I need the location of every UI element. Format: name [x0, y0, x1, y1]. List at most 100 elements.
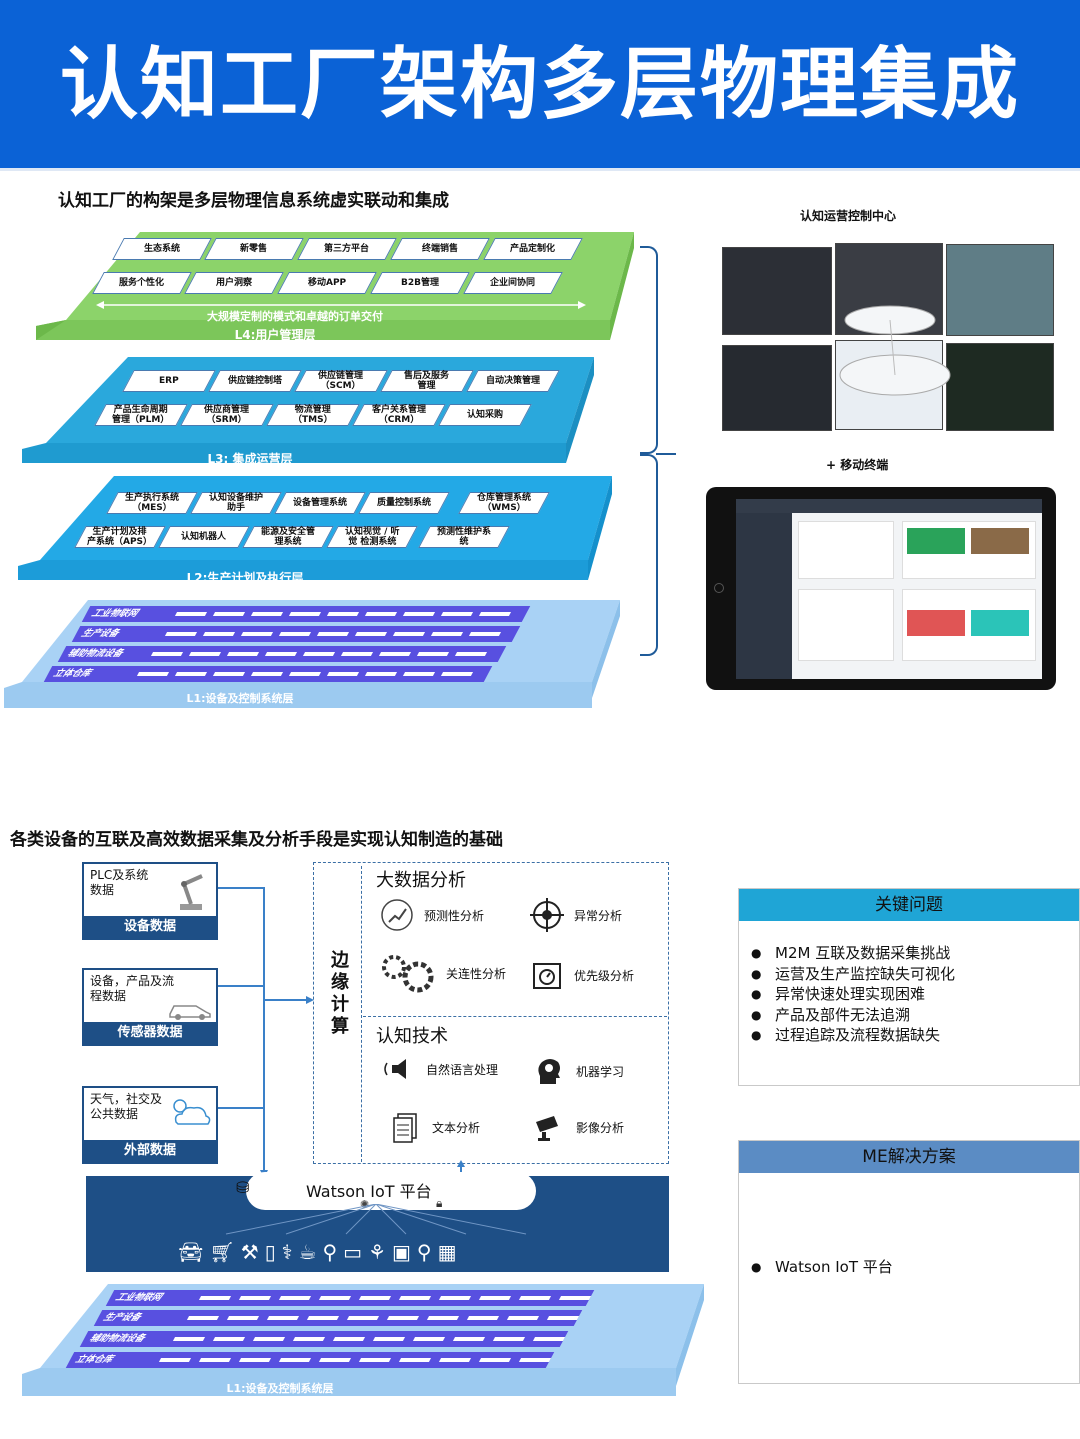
tablet-card	[798, 521, 894, 579]
l1-cell	[240, 632, 274, 636]
tablet-card	[798, 589, 894, 661]
l3-box: 供应商管理 （SRM）	[180, 404, 274, 426]
l3-box: 自动决策管理	[466, 370, 560, 392]
list-item: Watson IoT 平台	[751, 1257, 893, 1278]
l3-box: 客户关系管理 （CRM）	[352, 404, 446, 426]
device-icons-row: 🚘︎🛒︎⚒▯⚕☕︎⚲▭⚘▣⚲▦	[178, 1240, 558, 1264]
kpi-tile	[907, 610, 965, 636]
l1-cell	[518, 1296, 552, 1300]
tablet-topbar	[736, 499, 1042, 513]
l4-arrow	[96, 301, 586, 309]
tablet-card	[902, 521, 1036, 579]
l4-box: 终端销售	[390, 238, 490, 260]
l1-cell	[326, 612, 360, 616]
l1-cell	[174, 672, 208, 676]
mobile-caption: + 移动终端	[826, 458, 889, 472]
l1-cell	[506, 1316, 540, 1320]
l3-box: 物流管理 （TMS）	[266, 404, 360, 426]
l2-box: 生产执行系统 （MES）	[106, 492, 198, 514]
l1-cell	[252, 1337, 286, 1341]
l1-cell	[438, 1296, 472, 1300]
laptop-icon: ▭	[343, 1240, 369, 1264]
watson-platform: ⛁ Watson IoT 平台 ✺ 🔒︎ 🚘︎🛒︎⚒▯⚕☕︎⚲▭⚘▣⚲▦	[86, 1172, 669, 1272]
l1-cell	[332, 1337, 366, 1341]
l1-cell	[174, 612, 208, 616]
l1-cell	[546, 1316, 580, 1320]
robot-arm-icon	[180, 874, 203, 910]
l1-cell	[188, 652, 222, 656]
l3-box: 供应链管理 （SCM）	[294, 370, 388, 392]
l1-cell	[238, 1296, 272, 1300]
list-item: M2M 互联及数据采集挑战	[751, 943, 955, 964]
l2-box: 预测性维护系 统	[418, 526, 510, 548]
lock-icon: 🔒︎	[436, 1196, 443, 1210]
cart-icon: 🛒︎	[209, 1240, 241, 1264]
l2-box: 仓库管理系统 （WMS）	[458, 492, 550, 514]
l4-box: 生态系统	[112, 238, 212, 260]
l1-cell	[150, 652, 184, 656]
control-center-caption: 认知运营控制中心	[800, 209, 897, 223]
crosshair-icon	[530, 898, 564, 932]
l1-cell	[532, 1337, 566, 1341]
l1-cell	[372, 1337, 406, 1341]
l2-box: 认知视觉 / 听 觉 检测系统	[326, 526, 418, 548]
l1-cell	[346, 1316, 380, 1320]
list-item: 产品及部件无法追溯	[751, 1005, 955, 1026]
watson-label: Watson IoT 平台	[306, 1182, 432, 1201]
l1-cell	[164, 632, 198, 636]
solution-title: ME解决方案	[739, 1141, 1079, 1173]
l1-cell	[278, 1358, 312, 1362]
l1-cell	[354, 632, 388, 636]
tool-image: 影像分析	[532, 1110, 624, 1144]
bigdata-title: 大数据分析	[376, 870, 466, 891]
l1-cell	[478, 1358, 512, 1362]
l3-label: L3: 集成运营层	[207, 452, 293, 466]
timer-icon	[530, 958, 564, 992]
l1-cell	[226, 1316, 260, 1320]
source-sensor-data: 设备，产品及流 程数据 传感器数据	[82, 968, 218, 1046]
l4-box: 移动APP	[277, 272, 377, 294]
car-icon: 🚘︎	[178, 1240, 210, 1264]
l4-box: 产品定制化	[483, 238, 583, 260]
l1-cell	[198, 1296, 232, 1300]
l1-cell	[318, 1296, 352, 1300]
satellite-icon: ⚲	[322, 1240, 344, 1264]
l1-cell	[430, 632, 464, 636]
brace-bottom	[640, 454, 658, 656]
banner-divider	[0, 168, 1080, 171]
tv-icon: ▣	[392, 1240, 417, 1264]
l1-cell	[172, 1337, 206, 1341]
hologram-platforms	[839, 305, 951, 396]
dashboard-screen	[946, 244, 1054, 336]
l1-cell	[402, 672, 436, 676]
dashboard-screen	[722, 345, 832, 431]
tool-anomaly: 异常分析	[530, 898, 622, 932]
l4-label: L4:用户管理层	[234, 328, 316, 342]
l1-cell	[358, 1296, 392, 1300]
l2-label: L2:生产计划及执行层	[186, 571, 304, 585]
tool-text: 文本分析	[388, 1110, 480, 1144]
l1-cell	[398, 1358, 432, 1362]
l1-cell	[454, 652, 488, 656]
l1-cell	[492, 1337, 526, 1341]
brace-tip	[656, 453, 676, 455]
l1-cell	[266, 1316, 300, 1320]
l4-box: 企业间协同	[463, 272, 563, 294]
tool-predictive: 预测性分析	[380, 898, 484, 932]
tablet-device	[706, 487, 1056, 690]
l1-cell	[398, 1296, 432, 1300]
l1-cell	[212, 1337, 246, 1341]
edge-computing-panel	[313, 862, 669, 1164]
circuit-lines	[225, 1204, 527, 1235]
faucet-icon: ⚲	[416, 1240, 438, 1264]
l1-cell	[440, 672, 474, 676]
l1-cell	[386, 1316, 420, 1320]
kpi-tile	[907, 528, 965, 554]
l1-cell	[302, 652, 336, 656]
brace-top	[640, 246, 658, 454]
cup-icon: ☕︎	[298, 1240, 323, 1264]
l1-cell	[238, 1358, 272, 1362]
cognitive-title: 认知技术	[376, 1026, 448, 1047]
source-device-data: PLC及系统 数据 设备数据	[82, 862, 218, 940]
building-icon: ▦	[437, 1240, 463, 1264]
